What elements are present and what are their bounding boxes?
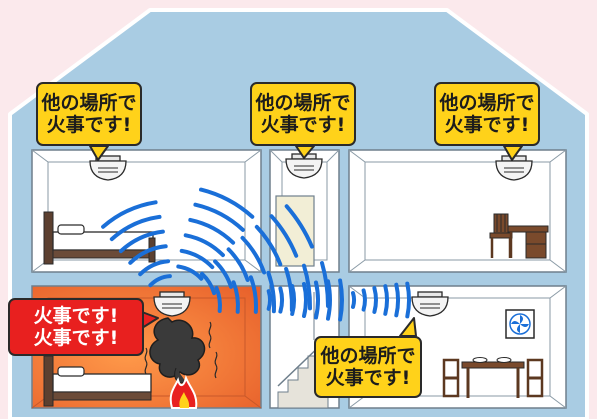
signal-wave-icon (254, 224, 283, 267)
bubble-tail (503, 145, 523, 161)
bubble-line: 火事です! (33, 304, 119, 327)
signal-wave-icon (188, 217, 236, 245)
signal-wave-icon (200, 271, 217, 296)
signal-wave-icon (183, 233, 225, 258)
signal-wave-icon (372, 286, 378, 314)
signal-wave-icon (351, 291, 357, 309)
signal-wave-icon (284, 204, 314, 249)
bubble-tail (295, 145, 315, 159)
signal-waves (101, 187, 411, 322)
signal-wave-icon (266, 270, 276, 314)
signal-wave-icon (302, 263, 313, 311)
bubble-tail (89, 145, 109, 161)
signal-wave-icon (176, 264, 204, 281)
bubble-line: 火事です! (325, 367, 411, 389)
smoke-icon (149, 317, 206, 384)
dining-table-icon (442, 357, 544, 398)
signal-wave-icon (128, 244, 168, 265)
signal-wave-icon (148, 274, 172, 288)
signal-wave-icon (326, 279, 332, 321)
alert-bubble-top-left: 他の場所で 火事です! (36, 82, 142, 146)
signal-wave-icon (213, 259, 233, 289)
bubble-line: 火事です! (46, 114, 132, 136)
alert-bubble-top-right: 他の場所で 火事です! (434, 82, 540, 146)
signal-wave-icon (240, 235, 267, 275)
signal-wave-icon (266, 289, 273, 311)
smoke-detector-icon (411, 291, 449, 317)
bubble-line: 他の場所で (41, 91, 137, 114)
smoke-detector-icon (153, 291, 191, 317)
desk-chair-icon (489, 213, 549, 259)
alert-bubble-top-center: 他の場所で 火事です! (250, 82, 356, 146)
smoke-detector-icon (89, 155, 127, 181)
bubble-line: 火事です! (260, 114, 346, 136)
bubble-line: 他の場所で (320, 344, 416, 367)
signal-wave-icon (179, 248, 215, 270)
signal-wave-icon (405, 281, 411, 319)
fire-icon (169, 374, 198, 409)
signal-wave-icon (109, 214, 162, 242)
bubble-line: 火事です! (33, 327, 119, 349)
signal-wave-icon (302, 282, 308, 318)
alarm-bubble-fire-room: 火事です! 火事です! (8, 298, 144, 356)
bubble-line: 他の場所で (439, 91, 535, 114)
signal-wave-icon (214, 286, 222, 313)
signal-wave-icon (394, 282, 400, 318)
signal-wave-icon (278, 286, 284, 314)
signal-wave-icon (226, 247, 250, 282)
signal-wave-icon (314, 280, 320, 320)
signal-wave-icon (138, 259, 171, 277)
signal-wave-icon (199, 187, 255, 219)
signal-wave-icon (231, 280, 240, 314)
signal-wave-icon (118, 229, 165, 254)
signal-wave-icon (290, 284, 296, 316)
bubble-line: 他の場所で (255, 91, 351, 114)
alert-bubble-bottom-center: 他の場所で 火事です! (314, 336, 422, 398)
ventilation-fan-icon (505, 309, 535, 339)
bed-icon (43, 355, 152, 407)
signal-wave-icon (193, 202, 245, 232)
signal-wave-icon (361, 288, 367, 312)
signal-wave-icon (269, 214, 299, 258)
signal-wave-icon (101, 200, 158, 229)
bubble-line: 火事です! (444, 114, 530, 136)
signal-wave-icon (338, 278, 344, 322)
signal-wave-icon (248, 275, 258, 314)
signal-wave-icon (383, 284, 389, 316)
